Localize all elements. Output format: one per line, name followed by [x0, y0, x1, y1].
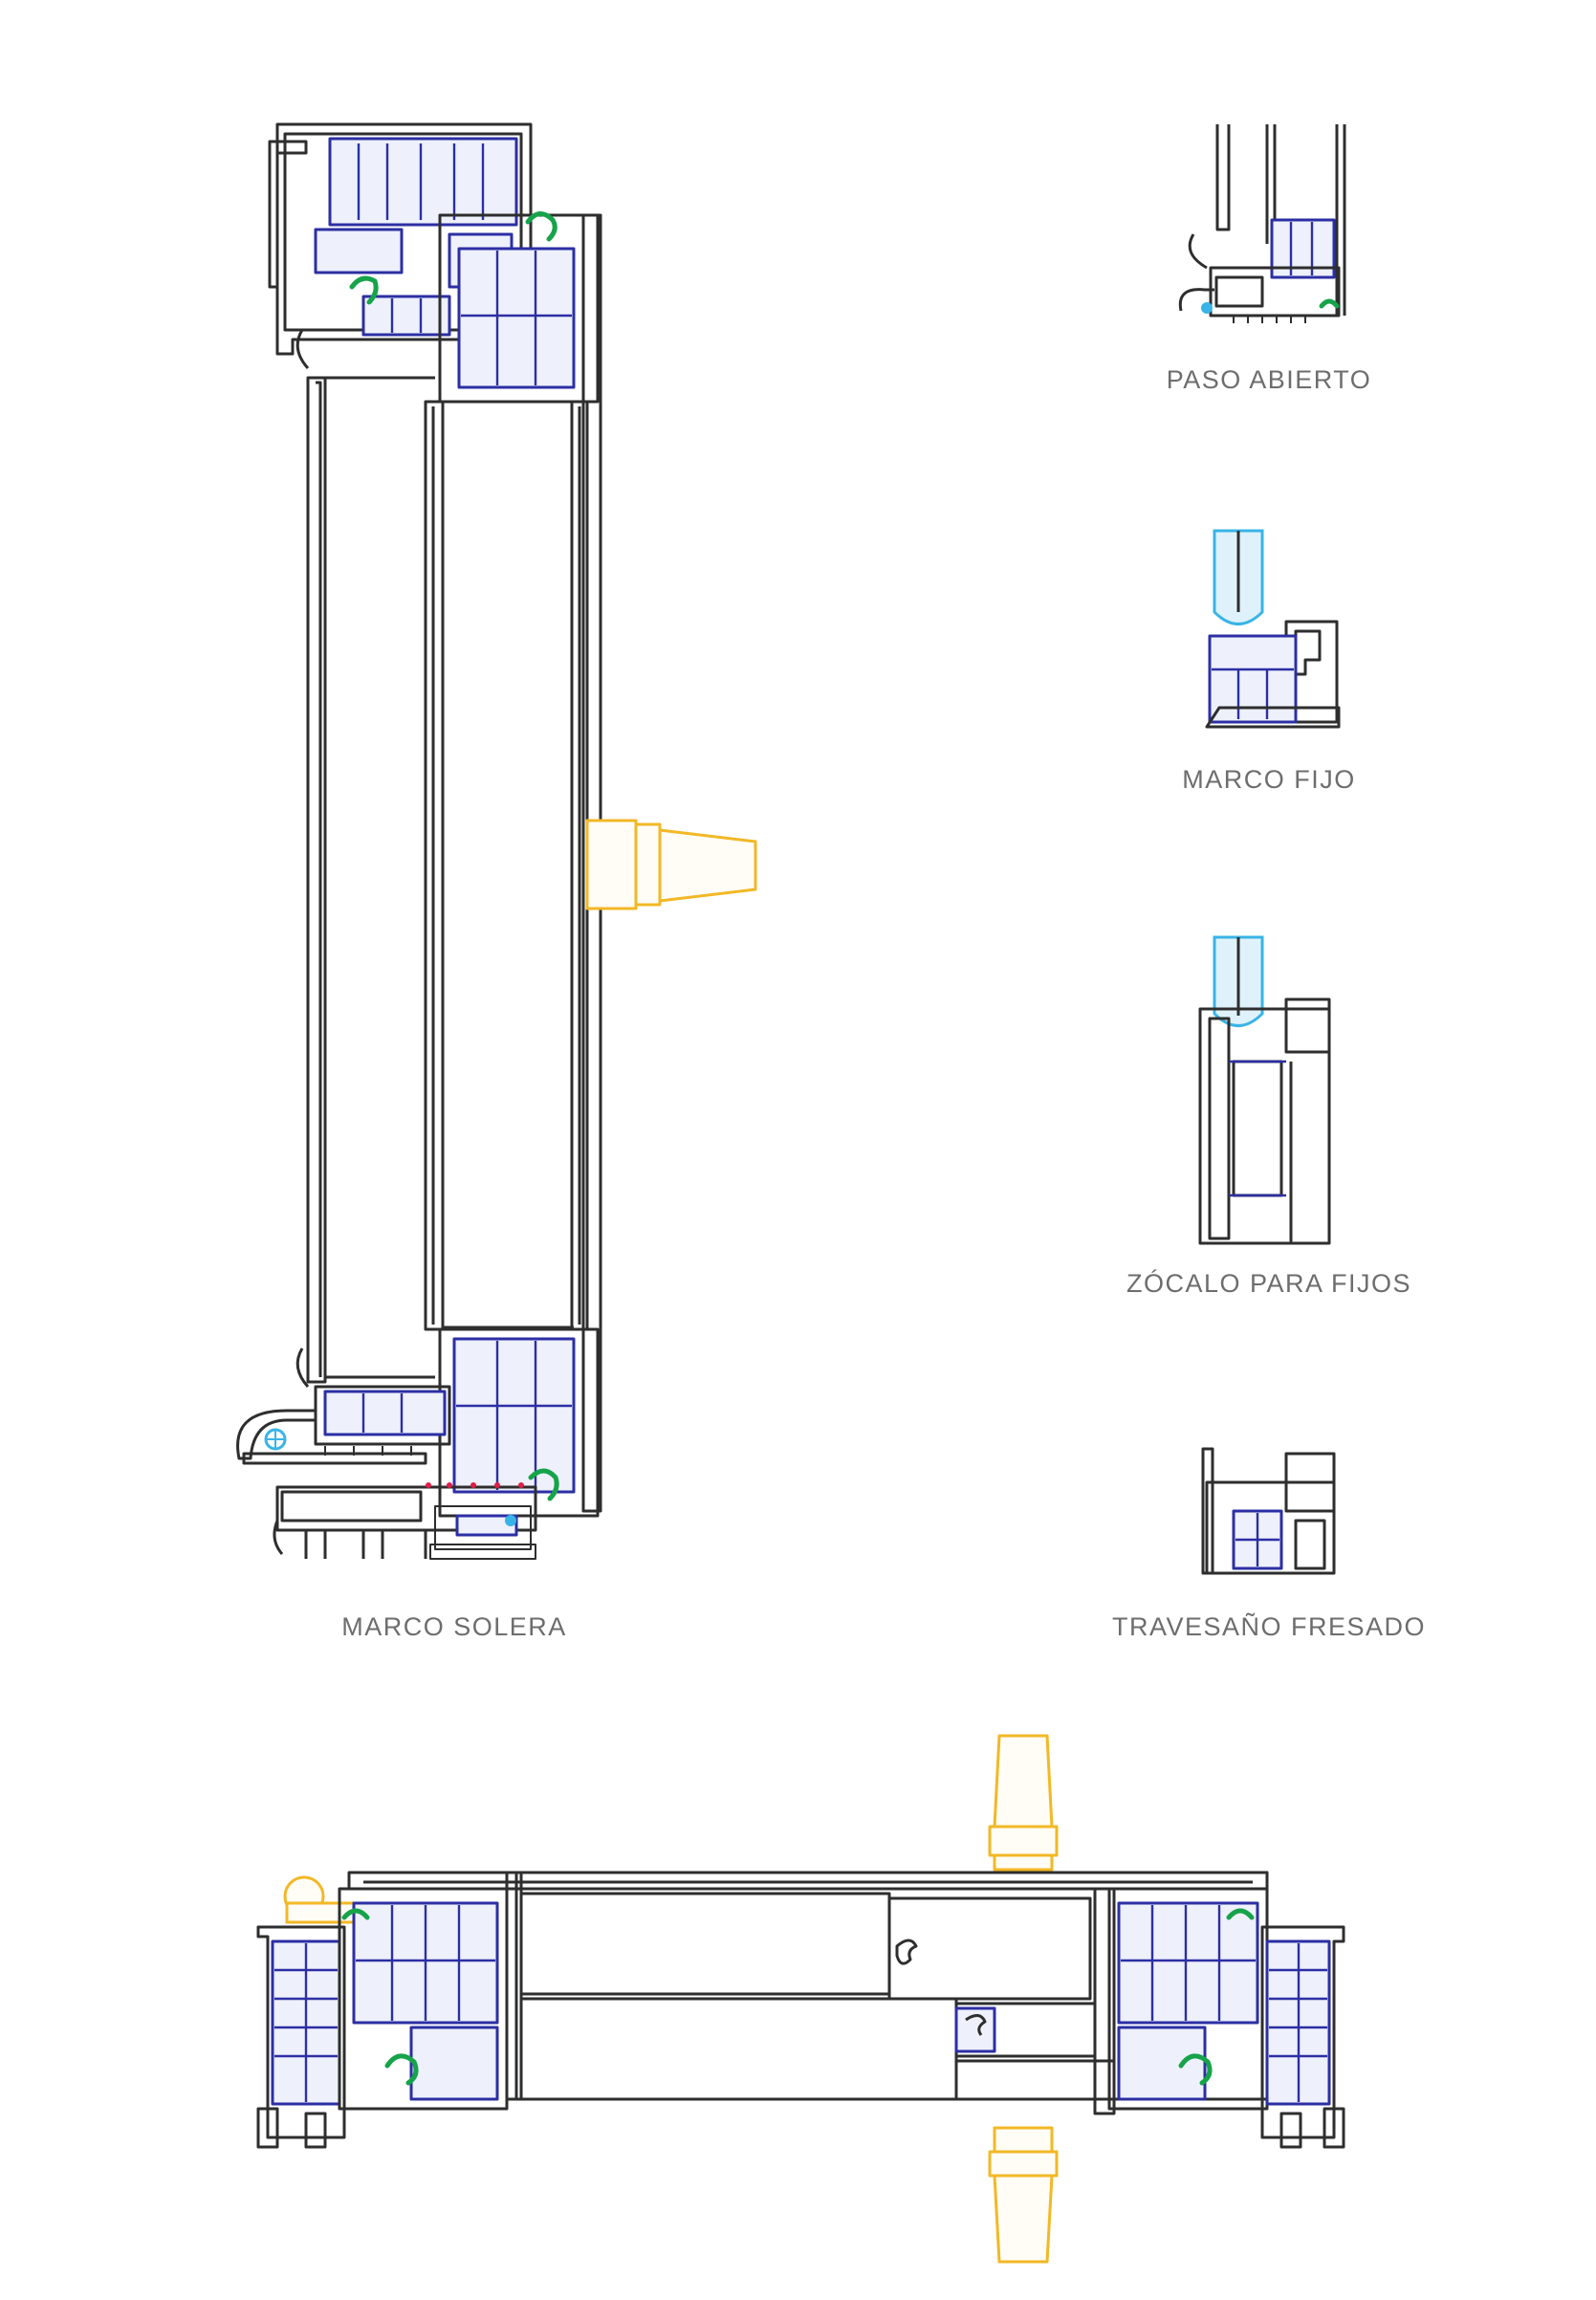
vertical-frame-members — [295, 329, 589, 1389]
right-frame-profile — [1107, 1887, 1345, 2149]
horizontal-section — [256, 1734, 1345, 2264]
handle-top — [988, 1734, 1059, 1872]
marco-solera-section — [236, 122, 757, 1560]
sill-threshold-profile — [236, 1409, 537, 1560]
drain-marks — [426, 1482, 524, 1488]
caption-travesano-fresado: TRAVESAÑO FRESADO — [1111, 1612, 1427, 1641]
travesano-fresado-section — [1201, 1447, 1336, 1575]
paso-abierto-section — [1178, 124, 1346, 323]
glazing-unit — [514, 1871, 1269, 2115]
bottom-sash-profile — [314, 1327, 600, 1518]
caption-paso-abierto: PASO ABIERTO — [1166, 365, 1372, 394]
marco-fijo-section — [1205, 529, 1341, 729]
caption-marco-solera: MARCO SOLERA — [341, 1612, 567, 1641]
left-frame-profile — [256, 1871, 523, 2149]
caption-marco-fijo: MARCO FIJO — [1182, 765, 1356, 794]
handle-bottom — [988, 2126, 1059, 2264]
caption-zocalo-para-fijos: ZÓCALO PARA FIJOS — [1126, 1269, 1412, 1298]
top-head-profile — [268, 122, 602, 1513]
handle-side — [585, 819, 757, 910]
zocalo-para-fijos-section — [1198, 935, 1331, 1245]
